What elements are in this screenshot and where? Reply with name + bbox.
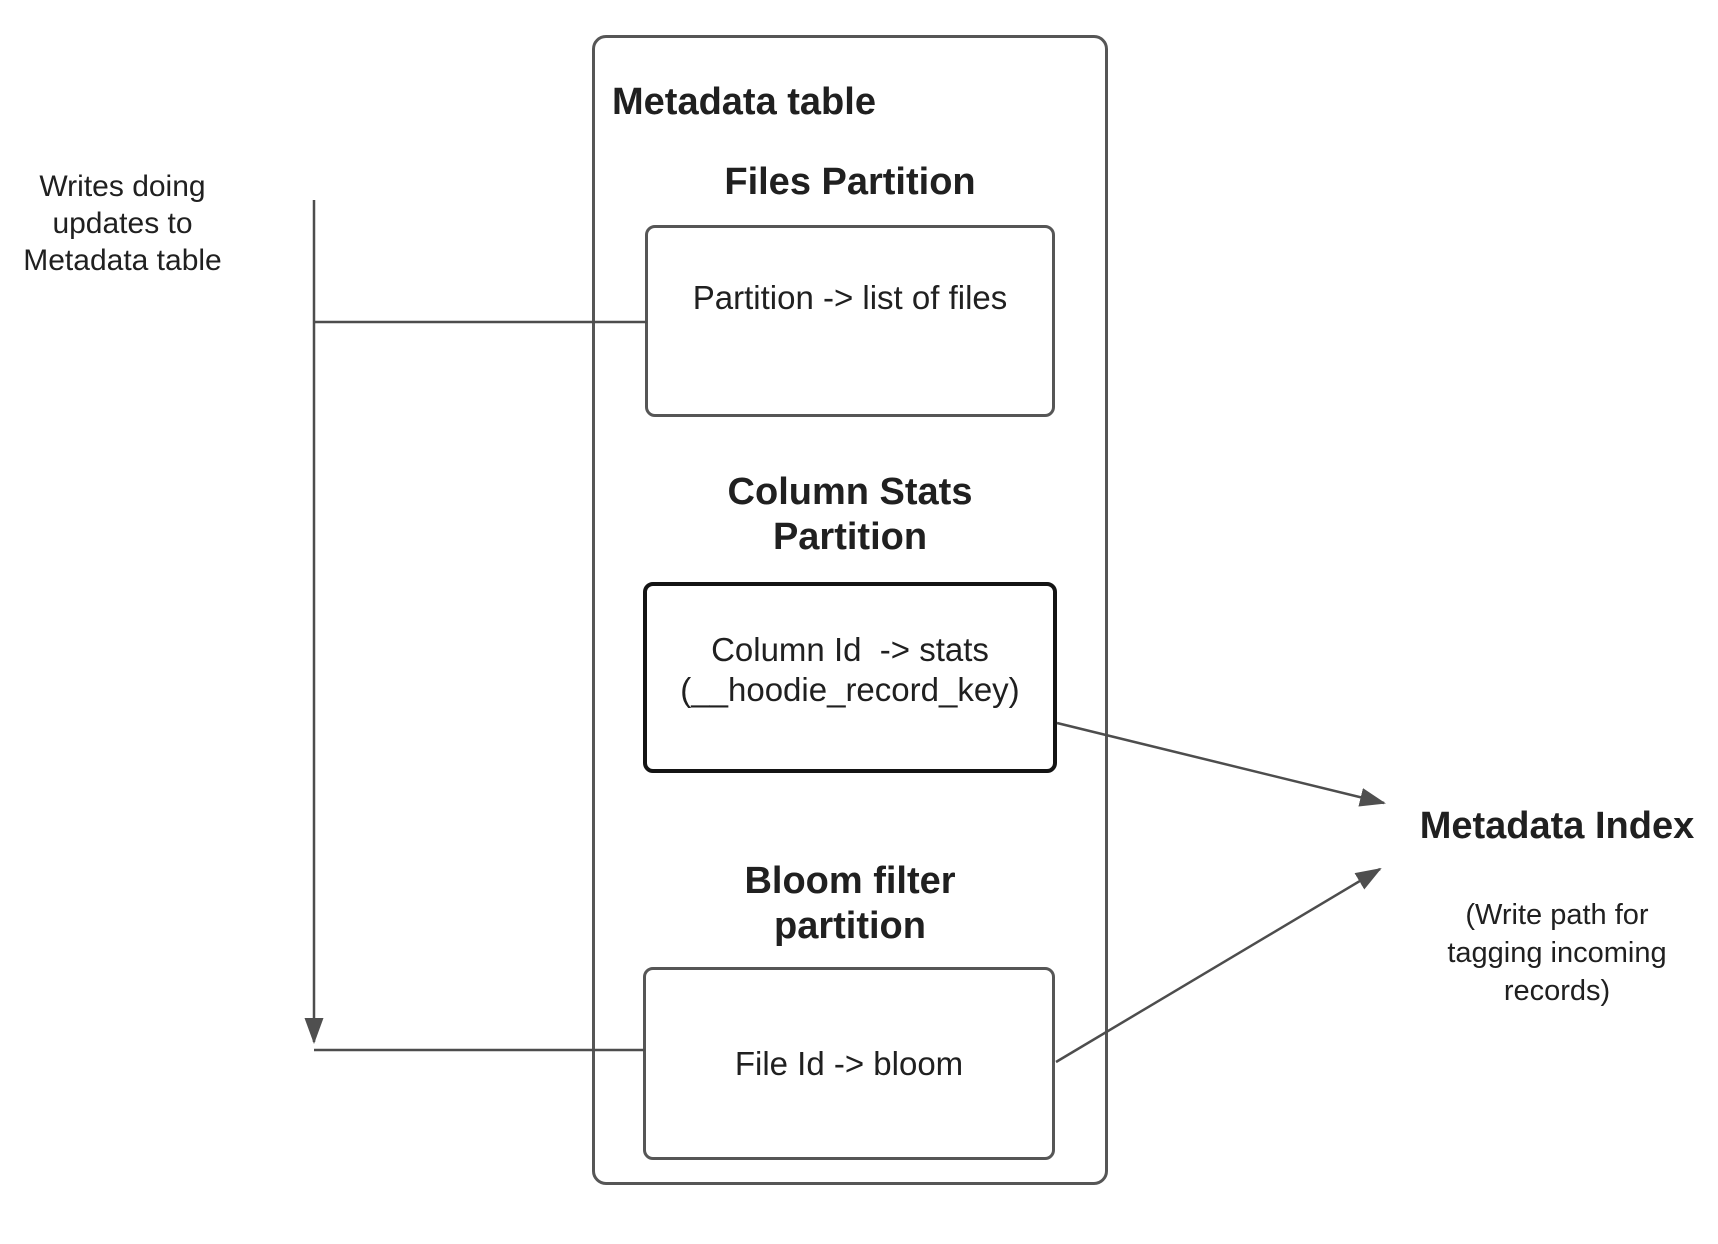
bloom-filter-partition-box: File Id -> bloom [643,967,1055,1160]
writes-note-label: Writes doing updates to Metadata table [23,170,222,277]
files-partition-heading: Files Partition [724,161,976,203]
metadata-index-subtitle: (Write path for tagging incoming records… [1447,899,1667,1007]
files-partition-box: Partition -> list of files [645,225,1055,417]
metadata-table-container [592,35,1108,1185]
files-partition-mapping: Partition -> list of files [692,279,1008,316]
bloom-filter-partition-heading: Bloom filter partition [744,860,956,947]
column-stats-partition-box: Column Id -> stats (__hoodie_record_key) [643,582,1057,773]
bloom-filter-partition-mapping: File Id -> bloom [734,1044,964,1082]
column-stats-partition-mapping: Column Id -> stats (__hoodie_record_key) [680,631,1020,708]
metadata-table-title: Metadata table [612,81,876,123]
column-stats-partition-heading: Column Stats Partition [727,471,973,558]
metadata-index-title: Metadata Index [1419,805,1695,847]
